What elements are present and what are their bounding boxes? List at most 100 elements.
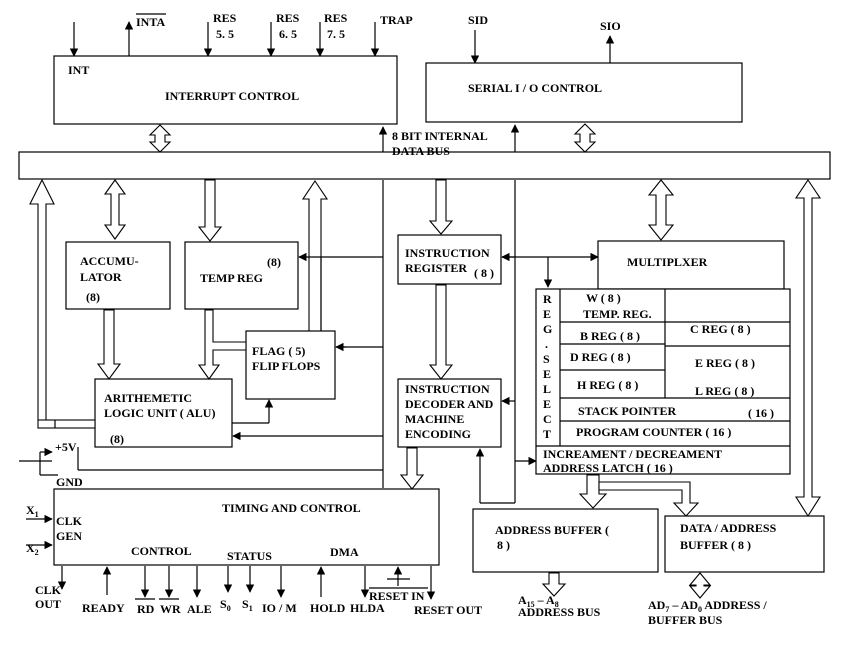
svg-text:S0: S0 xyxy=(220,597,231,613)
alu-label-1: ARITHEMETIC xyxy=(104,391,192,405)
b-reg-label: B REG ( 8 ) xyxy=(580,329,640,343)
svg-text:HOLD: HOLD xyxy=(310,601,346,615)
sid-label: SID xyxy=(468,13,488,27)
trap-label: TRAP xyxy=(380,13,413,27)
temp-reg-label: TEMP REG xyxy=(200,271,263,285)
decoder-label-3: MACHINE xyxy=(405,412,464,426)
data-address-buffer-label-1: DATA / ADDRESS xyxy=(680,521,777,535)
alu-label-2: LOGIC UNIT ( ALU) xyxy=(104,406,215,420)
bottom-signals: CLK OUT READY RD WR ALE S0 S1 IO / M HOL… xyxy=(35,566,482,617)
decoder-label-1: INSTRUCTION xyxy=(405,382,490,396)
svg-text:.: . xyxy=(545,337,548,351)
internal-data-bus xyxy=(18,151,831,180)
alu-block xyxy=(94,378,233,448)
svg-text:ALE: ALE xyxy=(187,602,212,616)
svg-text:T: T xyxy=(543,427,551,441)
alu-arrows xyxy=(37,252,383,471)
svg-text:WR: WR xyxy=(160,602,181,616)
temp-reg2-label: TEMP. REG. xyxy=(583,307,652,321)
svg-text:HLDA: HLDA xyxy=(350,601,385,615)
accumulator-block xyxy=(65,241,171,310)
serial-io-control-block xyxy=(425,62,743,123)
svg-text:OUT: OUT xyxy=(35,597,61,611)
program-counter-label: PROGRAM COUNTER ( 16 ) xyxy=(576,425,731,439)
d-reg-label: D REG ( 8 ) xyxy=(570,350,631,364)
ir-label-3: ( 8 ) xyxy=(474,266,494,280)
accumulator-label-3: (8) xyxy=(86,290,100,304)
bus-label-1: 8 BIT INTERNAL xyxy=(392,129,488,143)
address-buffer-block xyxy=(472,508,659,573)
ad-bus-label: AD7 – AD0 ADDRESS / BUFFER BUS xyxy=(648,598,767,627)
clk-gen-label-1: CLK xyxy=(56,514,83,528)
ir-label-1: INSTRUCTION xyxy=(405,246,490,260)
timing-control-block xyxy=(53,488,440,566)
interrupt-signals: INTA RES 5. 5 RES 6. 5 RES 7. 5 TRAP xyxy=(69,11,413,57)
reg-select-label: R E G . S E L E C T xyxy=(543,292,552,441)
gnd-label: GND xyxy=(56,475,83,489)
power-lines: +5V GND xyxy=(19,440,83,489)
svg-text:S: S xyxy=(543,352,550,366)
int-label: INT xyxy=(68,63,89,77)
svg-text:IO / M: IO / M xyxy=(262,601,297,615)
serial-signals: SID SIO xyxy=(468,13,621,64)
instruction-register-block xyxy=(397,234,502,285)
w-reg-label: W ( 8 ) xyxy=(586,291,621,305)
svg-text:C: C xyxy=(543,412,552,426)
serial-io-control-label: SERIAL I / O CONTROL xyxy=(468,81,602,95)
interrupt-control-block xyxy=(53,55,398,125)
inc-dec-label-1: INCREAMENT / DECREAMENT xyxy=(543,447,722,461)
svg-text:RESET IN: RESET IN xyxy=(369,589,425,603)
multiplexer-label: MULTIPLXER xyxy=(627,255,708,269)
inc-dec-label-2: ADDRESS LATCH ( 16 ) xyxy=(543,461,673,475)
stack-pointer-size: ( 16 ) xyxy=(748,406,774,420)
bus-label-2: DATA BUS xyxy=(392,144,450,158)
res65-label-2: 6. 5 xyxy=(279,27,297,41)
crystal-inputs: X1 X2 xyxy=(26,503,53,557)
address-bus-label: A15 – A8 ADDRESS BUS xyxy=(518,593,601,619)
res55-label-2: 5. 5 xyxy=(216,27,234,41)
buffer-arrows xyxy=(578,474,700,517)
multiplexer-block xyxy=(597,240,785,290)
alu-label-3: (8) xyxy=(110,432,124,446)
stack-pointer-label: STACK POINTER xyxy=(578,404,676,418)
decoder-arrows xyxy=(399,252,599,504)
svg-text:ADDRESS BUS: ADDRESS BUS xyxy=(518,605,601,619)
control-label: CONTROL xyxy=(131,544,192,558)
clk-gen-label-2: GEN xyxy=(56,529,82,543)
svg-text:X1: X1 xyxy=(26,503,39,519)
svg-text:E: E xyxy=(543,367,551,381)
temp-reg-size: (8) xyxy=(267,255,281,269)
vcc-label: +5V xyxy=(55,440,77,454)
accumulator-label-2: LATOR xyxy=(80,270,122,284)
address-buffer-label-2: 8 ) xyxy=(497,538,510,552)
res55-label-1: RES xyxy=(213,11,237,25)
svg-text:E: E xyxy=(543,307,551,321)
svg-text:S1: S1 xyxy=(242,597,253,613)
address-bus-arrow xyxy=(541,572,567,597)
svg-text:AD7 – AD0 ADDRESS /: AD7 – AD0 ADDRESS / xyxy=(648,598,767,614)
l-reg-label: L REG ( 8 ) xyxy=(695,384,754,398)
svg-text:R: R xyxy=(543,292,552,306)
res65-label-1: RES xyxy=(276,11,300,25)
svg-text:E: E xyxy=(543,397,551,411)
data-address-buffer-label-2: BUFFER ( 8 ) xyxy=(680,538,751,552)
timing-control-label: TIMING AND CONTROL xyxy=(222,501,361,515)
h-reg-label: H REG ( 8 ) xyxy=(577,378,638,392)
svg-text:X2: X2 xyxy=(26,541,39,557)
flag-flip-flops-block xyxy=(245,330,336,400)
accumulator-label-1: ACCUMU- xyxy=(80,254,139,268)
res75-label-1: RES xyxy=(324,11,348,25)
status-label: STATUS xyxy=(227,549,272,563)
svg-text:G: G xyxy=(543,322,552,336)
svg-text:READY: READY xyxy=(82,601,125,615)
e-reg-label: E REG ( 8 ) xyxy=(695,356,755,370)
address-buffer-label-1: ADDRESS BUFFER ( xyxy=(495,523,609,537)
res75-label-2: 7. 5 xyxy=(327,27,345,41)
decoder-label-2: DECODER AND xyxy=(405,397,494,411)
inta-label: INTA xyxy=(136,15,165,29)
ir-label-2: REGISTER xyxy=(405,261,467,275)
flag-label-1: FLAG ( 5) xyxy=(252,344,305,358)
interrupt-control-label: INTERRUPT CONTROL xyxy=(165,89,299,103)
data-address-buffer-block xyxy=(664,515,825,573)
ad-bus-arrow xyxy=(688,572,712,599)
